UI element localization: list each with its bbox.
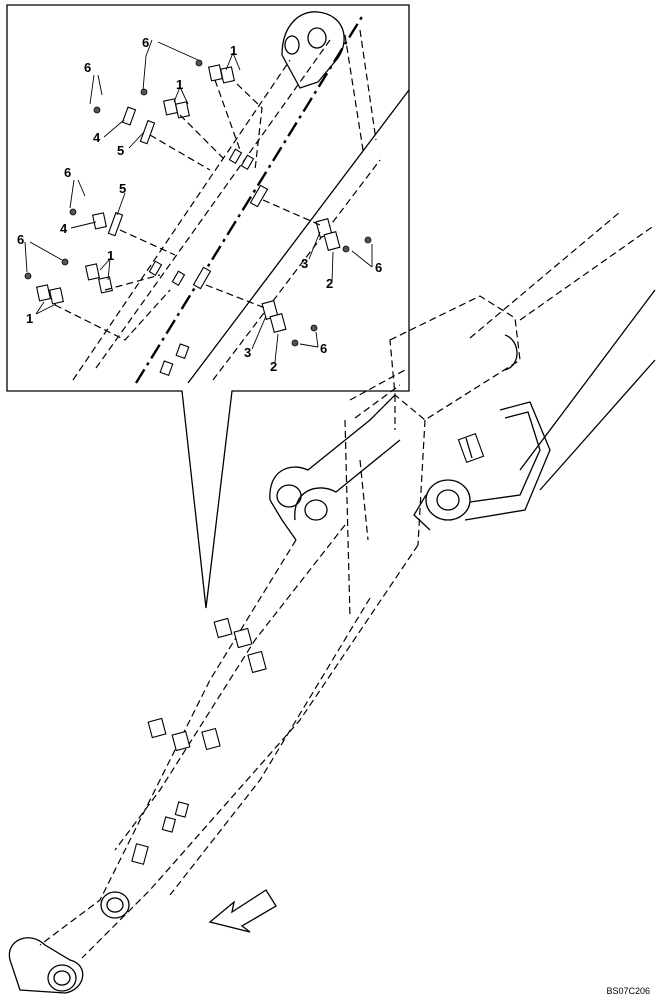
upper-boom-line-a [519, 289, 656, 471]
drawing-code: BS07C206 [606, 986, 650, 996]
callout-1: 1 [107, 248, 114, 263]
clamp-set-mid-left [24, 208, 186, 341]
boom-nose [8, 891, 130, 994]
callout-6: 6 [17, 232, 24, 247]
callout-5: 5 [117, 143, 124, 158]
callout-4: 4 [60, 221, 68, 236]
upper-boom-line-c [469, 211, 621, 339]
inset-frame [6, 4, 410, 609]
inset-boom-side-upper [187, 89, 410, 384]
upper-boom-line-b [539, 359, 656, 491]
boom-edge-inner [114, 524, 346, 851]
callout-1: 1 [230, 43, 237, 58]
boom-edge-bottom [81, 544, 419, 959]
callout-6: 6 [64, 165, 71, 180]
clamp-set-right [159, 184, 372, 377]
inset-boom-side-lower [212, 159, 381, 381]
inset-boom-centerline [134, 14, 365, 384]
inset-callouts: 6 1 1 6 4 5 6 5 4 6 1 1 3 2 6 3 2 6 [17, 35, 382, 374]
inset-hose-line-a [344, 34, 364, 151]
upper-boom-line-d [519, 224, 656, 321]
inset-leader-lines [24, 39, 373, 363]
callout-2: 2 [270, 359, 277, 374]
callout-6: 6 [375, 260, 382, 275]
callout-6: 6 [320, 341, 327, 356]
clamp-set-upper-left [93, 59, 263, 171]
inset-hose-line-b [359, 29, 377, 141]
callout-6: 6 [142, 35, 149, 50]
inset-boom-edge-lower [72, 59, 291, 381]
boom-assembly [8, 211, 656, 994]
boom-edge-top [39, 539, 297, 946]
callout-6: 6 [84, 60, 91, 75]
callout-4: 4 [93, 130, 101, 145]
boom-underline [169, 597, 371, 896]
callout-2: 2 [326, 276, 333, 291]
callout-1: 1 [26, 311, 33, 326]
inset-boom-edge-upper [95, 39, 331, 369]
callout-3: 3 [244, 345, 251, 360]
callout-1: 1 [176, 77, 183, 92]
boom-clamps [131, 617, 267, 865]
front-direction-arrow [208, 889, 277, 933]
callout-5: 5 [119, 181, 126, 196]
callout-3: 3 [301, 256, 308, 271]
boom-foot-lugs [269, 369, 406, 619]
inset-boom-lug [281, 11, 345, 89]
cylinder-bracket [413, 401, 551, 531]
detail-inset: 6 1 1 6 4 5 6 5 4 6 1 1 3 2 6 3 2 6 [6, 4, 410, 609]
